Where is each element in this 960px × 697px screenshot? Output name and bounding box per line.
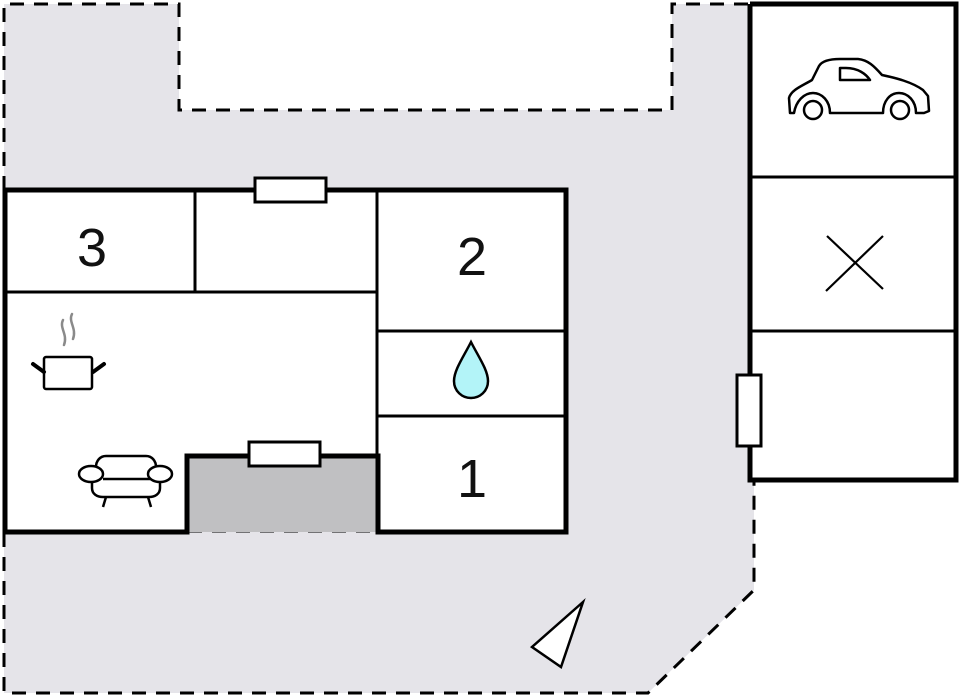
main-house: 3 2 1 [2,176,569,535]
water-drop-icon [452,339,490,400]
room-label-bedroom-1: 1 [457,449,487,509]
door-terrace [247,440,322,468]
sofa-icon [77,454,174,508]
cooking-pot-icon [31,312,106,391]
car-icon [787,57,931,121]
north-arrow-icon [529,597,586,669]
annex-inner-walls [750,175,956,333]
door-top-hallway [253,176,328,204]
room-label-bedroom-2: 2 [457,227,487,287]
annex-building [735,1,959,483]
room-label-bedroom-3: 3 [77,218,107,278]
door-annex [735,373,763,448]
inner-walls [5,190,566,532]
cross-icon [825,235,884,292]
terrace-area [187,456,377,532]
annex-outer-walls [747,1,959,483]
